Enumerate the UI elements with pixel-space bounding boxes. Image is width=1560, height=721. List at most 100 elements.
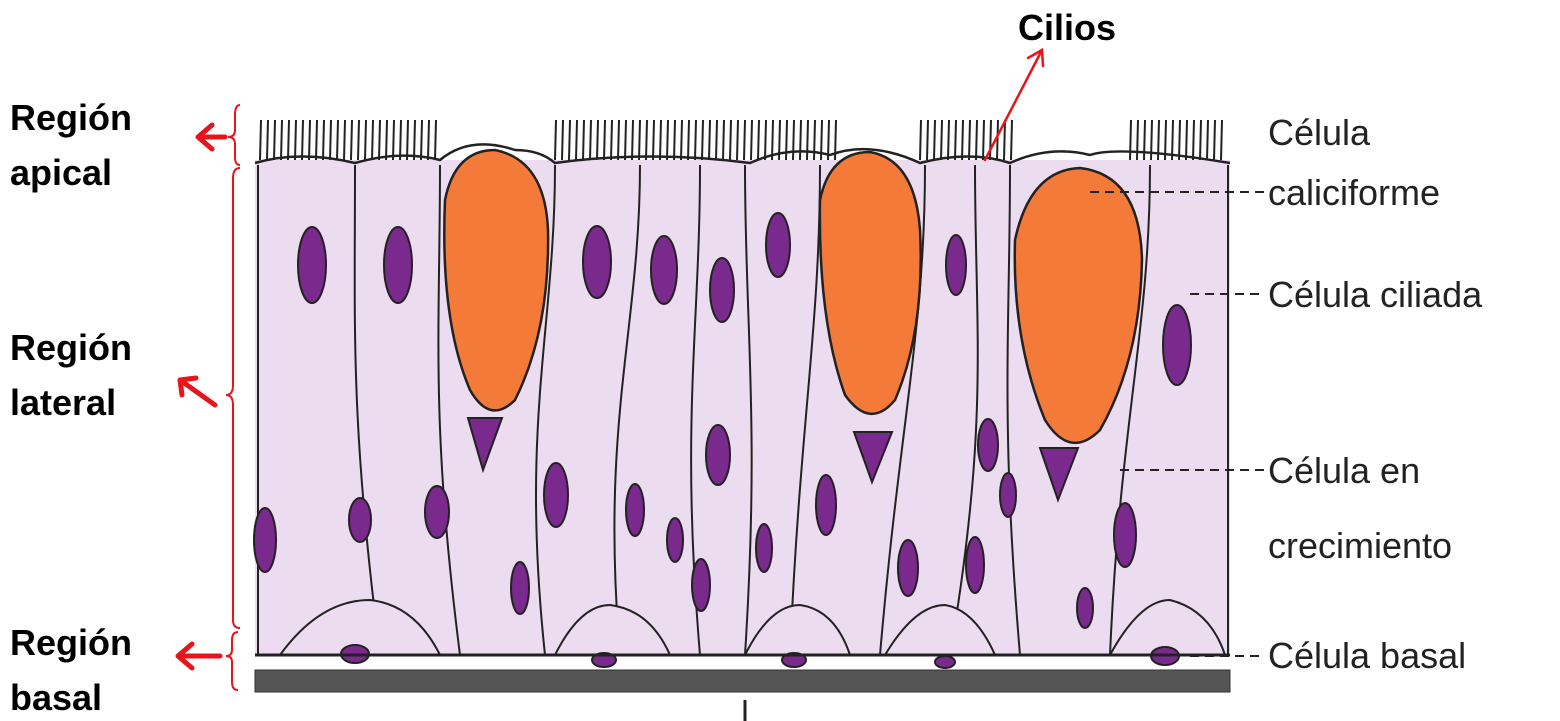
cell-nucleus xyxy=(946,235,966,295)
cell-nucleus xyxy=(298,227,326,303)
cilium xyxy=(1011,120,1012,160)
cell-nucleus xyxy=(766,213,790,277)
cilium xyxy=(828,120,829,160)
cilium xyxy=(681,120,682,160)
cell-nucleus xyxy=(667,518,683,562)
cilium xyxy=(800,120,801,160)
apical-label-line2: apical xyxy=(10,152,112,193)
cilium xyxy=(955,120,956,160)
cilium xyxy=(934,120,935,160)
cell-nucleus xyxy=(651,236,677,304)
cilium xyxy=(372,120,373,160)
cilium xyxy=(1130,120,1131,160)
cell-nucleus xyxy=(692,559,710,611)
cilium xyxy=(428,120,429,160)
cilium xyxy=(807,120,808,160)
cilium xyxy=(653,120,654,160)
lateral-label-line2: lateral xyxy=(10,382,116,423)
cilium xyxy=(302,120,303,160)
cilium xyxy=(948,120,949,160)
cilium xyxy=(835,120,836,160)
cilium xyxy=(667,120,668,160)
cilium xyxy=(295,120,296,160)
basal-label-line1: Región xyxy=(10,622,132,663)
cilium xyxy=(660,120,661,160)
cilium xyxy=(941,120,942,160)
cilium xyxy=(569,120,570,160)
cilium xyxy=(1200,120,1201,160)
cilium xyxy=(702,120,703,160)
cilium xyxy=(316,120,317,160)
cilium xyxy=(1186,120,1187,160)
cilium xyxy=(1165,120,1166,160)
cilium xyxy=(274,120,275,160)
lateral-bracket xyxy=(226,168,240,628)
cilium xyxy=(765,120,766,160)
cilium xyxy=(618,120,619,160)
region-brackets xyxy=(226,105,240,690)
cilium xyxy=(990,120,991,160)
region-arrows xyxy=(178,125,225,668)
cell-nucleus xyxy=(966,537,984,593)
cilium xyxy=(604,120,605,160)
cilium xyxy=(1193,120,1194,160)
cell-nucleus xyxy=(1114,503,1136,567)
basal-arrow xyxy=(178,644,220,668)
cilium xyxy=(288,120,289,160)
lateral-label-line1: Región xyxy=(10,327,132,368)
cell-nucleus xyxy=(349,498,371,542)
goblet-label-line2: caliciforme xyxy=(1268,172,1440,213)
cilium xyxy=(365,120,366,160)
cilium xyxy=(674,120,675,160)
cilium xyxy=(611,120,612,160)
cilium xyxy=(407,120,408,160)
cilium xyxy=(562,120,563,160)
cilium xyxy=(590,120,591,160)
cilium xyxy=(758,120,759,160)
cell-nucleus xyxy=(583,226,611,298)
cilium xyxy=(744,120,745,160)
cilium xyxy=(386,120,387,160)
cilium xyxy=(1214,120,1215,160)
cell-nucleus xyxy=(511,562,529,614)
cilium xyxy=(1221,120,1222,160)
cilium xyxy=(962,120,963,160)
cell-nucleus xyxy=(898,540,918,596)
cilium xyxy=(400,120,401,160)
cilium xyxy=(330,120,331,160)
cell-nucleus xyxy=(710,258,734,322)
cilium xyxy=(716,120,717,160)
cell-nucleus xyxy=(1000,473,1016,517)
cilium xyxy=(688,120,689,160)
cell-nucleus xyxy=(935,656,955,668)
cilium xyxy=(1151,120,1152,160)
basal-label-line2: basal xyxy=(10,677,102,718)
cilium xyxy=(821,120,822,160)
cilium xyxy=(379,120,380,160)
apical-bracket xyxy=(228,105,240,165)
cilium xyxy=(1004,120,1005,160)
lateral-arrow xyxy=(180,378,215,405)
cilium xyxy=(260,120,261,160)
cell-nucleus xyxy=(384,227,412,303)
cilium xyxy=(983,120,984,160)
cilium xyxy=(337,120,338,160)
cilia-arrow xyxy=(985,50,1043,160)
cilium xyxy=(779,120,780,160)
cilium xyxy=(583,120,584,160)
cilium xyxy=(351,120,352,160)
cell-nucleus xyxy=(1163,305,1191,385)
apical-label-line1: Región xyxy=(10,97,132,138)
cilium xyxy=(723,120,724,160)
cilium xyxy=(1144,120,1145,160)
cell-nucleus xyxy=(544,463,568,527)
cell-nucleus xyxy=(254,508,276,572)
cilium xyxy=(639,120,640,160)
cilium xyxy=(632,120,633,160)
cilium xyxy=(751,120,752,160)
basal-cell-label: Célula basal xyxy=(1268,635,1466,676)
cilium xyxy=(414,120,415,160)
cilium xyxy=(737,120,738,160)
apical-arrow xyxy=(198,125,225,149)
